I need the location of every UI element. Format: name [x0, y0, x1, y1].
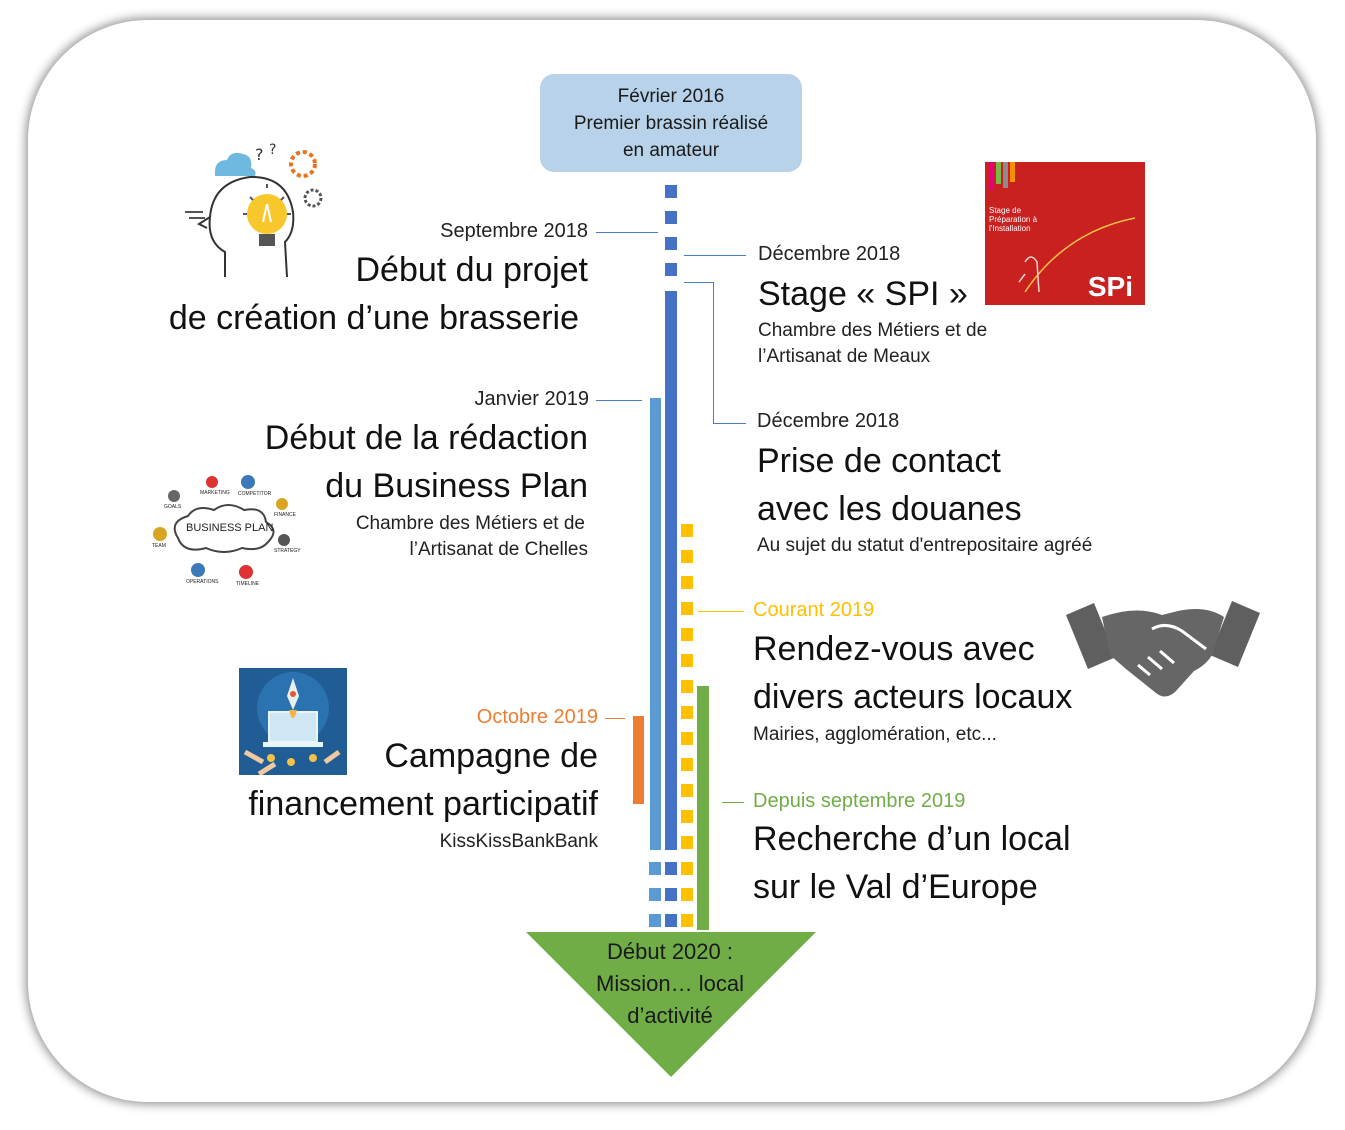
- timeline-dash-yellow: [681, 836, 693, 849]
- bp-goals-label: GOALS: [164, 504, 182, 510]
- connector-bp: [596, 400, 642, 401]
- douanes-title-line2: avec les douanes: [757, 490, 1022, 528]
- end-arrow-label: Début 2020 : Mission… local d’activité: [560, 936, 780, 1032]
- timeline-dash-yellow: [681, 706, 693, 719]
- projet-date: Septembre 2018: [440, 220, 588, 242]
- timeline-dash: [665, 263, 677, 276]
- spi-title: Stage « SPI »: [758, 275, 968, 313]
- timeline-dash-yellow: [681, 888, 693, 901]
- projet-title-line2: de création d’une brasserie: [168, 299, 579, 337]
- bp-sub-line1: Chambre des Métiers et de: [355, 513, 585, 534]
- timeline-dash-yellow: [681, 862, 693, 875]
- timeline-dash-yellow: [681, 628, 693, 641]
- spi-subtitle: Stage de Préparation à l'Installation: [989, 206, 1038, 233]
- bp-competitor-label: COMPETITOR: [238, 491, 272, 497]
- end-desc-line2: d’activité: [627, 1003, 713, 1028]
- timeline-dash: [665, 185, 677, 198]
- timeline-dash-yellow: [681, 654, 693, 667]
- connector-douanes-bottom: [713, 423, 746, 424]
- timeline-dash-yellow: [681, 602, 693, 615]
- spi-logo-image: Stage de Préparation à l'Installation SP…: [985, 162, 1145, 305]
- douanes-title-line1: Prise de contact: [757, 442, 1001, 480]
- timeline-dash: [665, 888, 677, 901]
- bp-team-label: TEAM: [152, 543, 166, 549]
- timeline-dash: [649, 862, 661, 875]
- spi-curve-icon: [1018, 217, 1136, 293]
- crowdfunding-rocket-icon: [239, 668, 347, 775]
- rdv-sub: Mairies, agglomération, etc...: [753, 724, 997, 745]
- projet-title-line1: Début du projet: [355, 251, 589, 289]
- douanes-date: Décembre 2018: [757, 410, 900, 432]
- spi-date: Décembre 2018: [758, 243, 901, 265]
- financement-title-line2: financement participatif: [248, 785, 598, 823]
- start-box: Février 2016 Premier brassin réalisé en …: [540, 74, 802, 172]
- financement-date: Octobre 2019: [476, 706, 598, 728]
- rdv-title-line2: divers acteurs locaux: [753, 678, 1073, 716]
- bp-sub-line2: l’Artisanat de Chelles: [409, 539, 588, 560]
- connector-financement: [605, 718, 625, 719]
- bp-date: Janvier 2019: [474, 388, 589, 410]
- bp-timeline-label: TIMELINE: [236, 581, 260, 587]
- timeline-bar-main: [665, 291, 677, 850]
- timeline-dash-yellow: [681, 914, 693, 927]
- timeline-dash-yellow: [681, 758, 693, 771]
- bp-title-line2: du Business Plan: [325, 467, 588, 505]
- end-date: Début 2020 :: [607, 939, 733, 964]
- local-title-line1: Recherche d’un local: [753, 820, 1071, 858]
- timeline-bar-financement: [633, 716, 644, 804]
- handshake-icon: [1066, 601, 1260, 697]
- timeline-dash-yellow: [681, 524, 693, 537]
- financement-title-line1: Campagne de: [384, 737, 598, 775]
- connector-projet: [596, 232, 658, 233]
- local-date: Depuis septembre 2019: [753, 790, 966, 812]
- timeline-dash-yellow: [681, 550, 693, 563]
- timeline-dash-yellow: [681, 680, 693, 693]
- start-desc-line2: en amateur: [622, 139, 720, 161]
- connector-douanes-vertical: [713, 282, 714, 423]
- timeline-dash: [649, 888, 661, 901]
- idea-head-icon: ? ?: [185, 142, 323, 278]
- douanes-sub: Au sujet du statut d'entrepositaire agré…: [757, 535, 1093, 556]
- rdv-date: Courant 2019: [753, 599, 875, 621]
- spi-logo-text: SPi: [1087, 271, 1133, 302]
- timeline-bar-local: [697, 686, 709, 930]
- end-desc-line1: Mission… local: [596, 971, 744, 996]
- connector-local: [722, 802, 744, 803]
- spi-sub-line1: Chambre des Métiers et de: [758, 320, 988, 341]
- bp-strategy-label: STRATEGY: [274, 548, 301, 554]
- timeline-dash: [649, 914, 661, 927]
- svg-text:?: ?: [269, 142, 276, 158]
- rdv-title-line1: Rendez-vous avec: [753, 630, 1035, 668]
- timeline-dash-yellow: [681, 810, 693, 823]
- spi-sub-line2: l’Artisanat de Meaux: [758, 346, 931, 367]
- timeline-dash: [665, 914, 677, 927]
- financement-sub: KissKissBankBank: [439, 831, 598, 852]
- local-title-line2: sur le Val d’Europe: [753, 868, 1038, 906]
- end-arrow: [526, 932, 816, 1077]
- connector-douanes-top: [684, 282, 714, 283]
- business-plan-cloud-icon: [153, 475, 290, 579]
- start-date: Février 2016: [617, 85, 725, 107]
- bp-operations-label: OPERATIONS: [186, 579, 219, 585]
- timeline-dash-yellow: [681, 784, 693, 797]
- bp-finance-label: FINANCE: [274, 512, 296, 518]
- bp-marketing-label: MARKETING: [200, 490, 230, 496]
- timeline-dash-yellow: [681, 576, 693, 589]
- svg-text:?: ?: [255, 145, 264, 164]
- timeline-dash-yellow: [681, 732, 693, 745]
- start-desc-line1: Premier brassin réalisé: [573, 112, 769, 134]
- timeline-dash: [665, 237, 677, 250]
- timeline-dash: [665, 211, 677, 224]
- timeline-dash: [665, 862, 677, 875]
- timeline-bar-business-plan: [650, 398, 661, 850]
- business-plan-illustration: BUSINESS PLAN GOALS MARKETING COMPETITOR…: [148, 470, 301, 590]
- connector-rdv: [698, 611, 744, 612]
- business-plan-label: BUSINESS PLAN: [186, 522, 274, 534]
- bp-title-line1: Début de la rédaction: [264, 419, 588, 457]
- connector-spi: [684, 255, 746, 256]
